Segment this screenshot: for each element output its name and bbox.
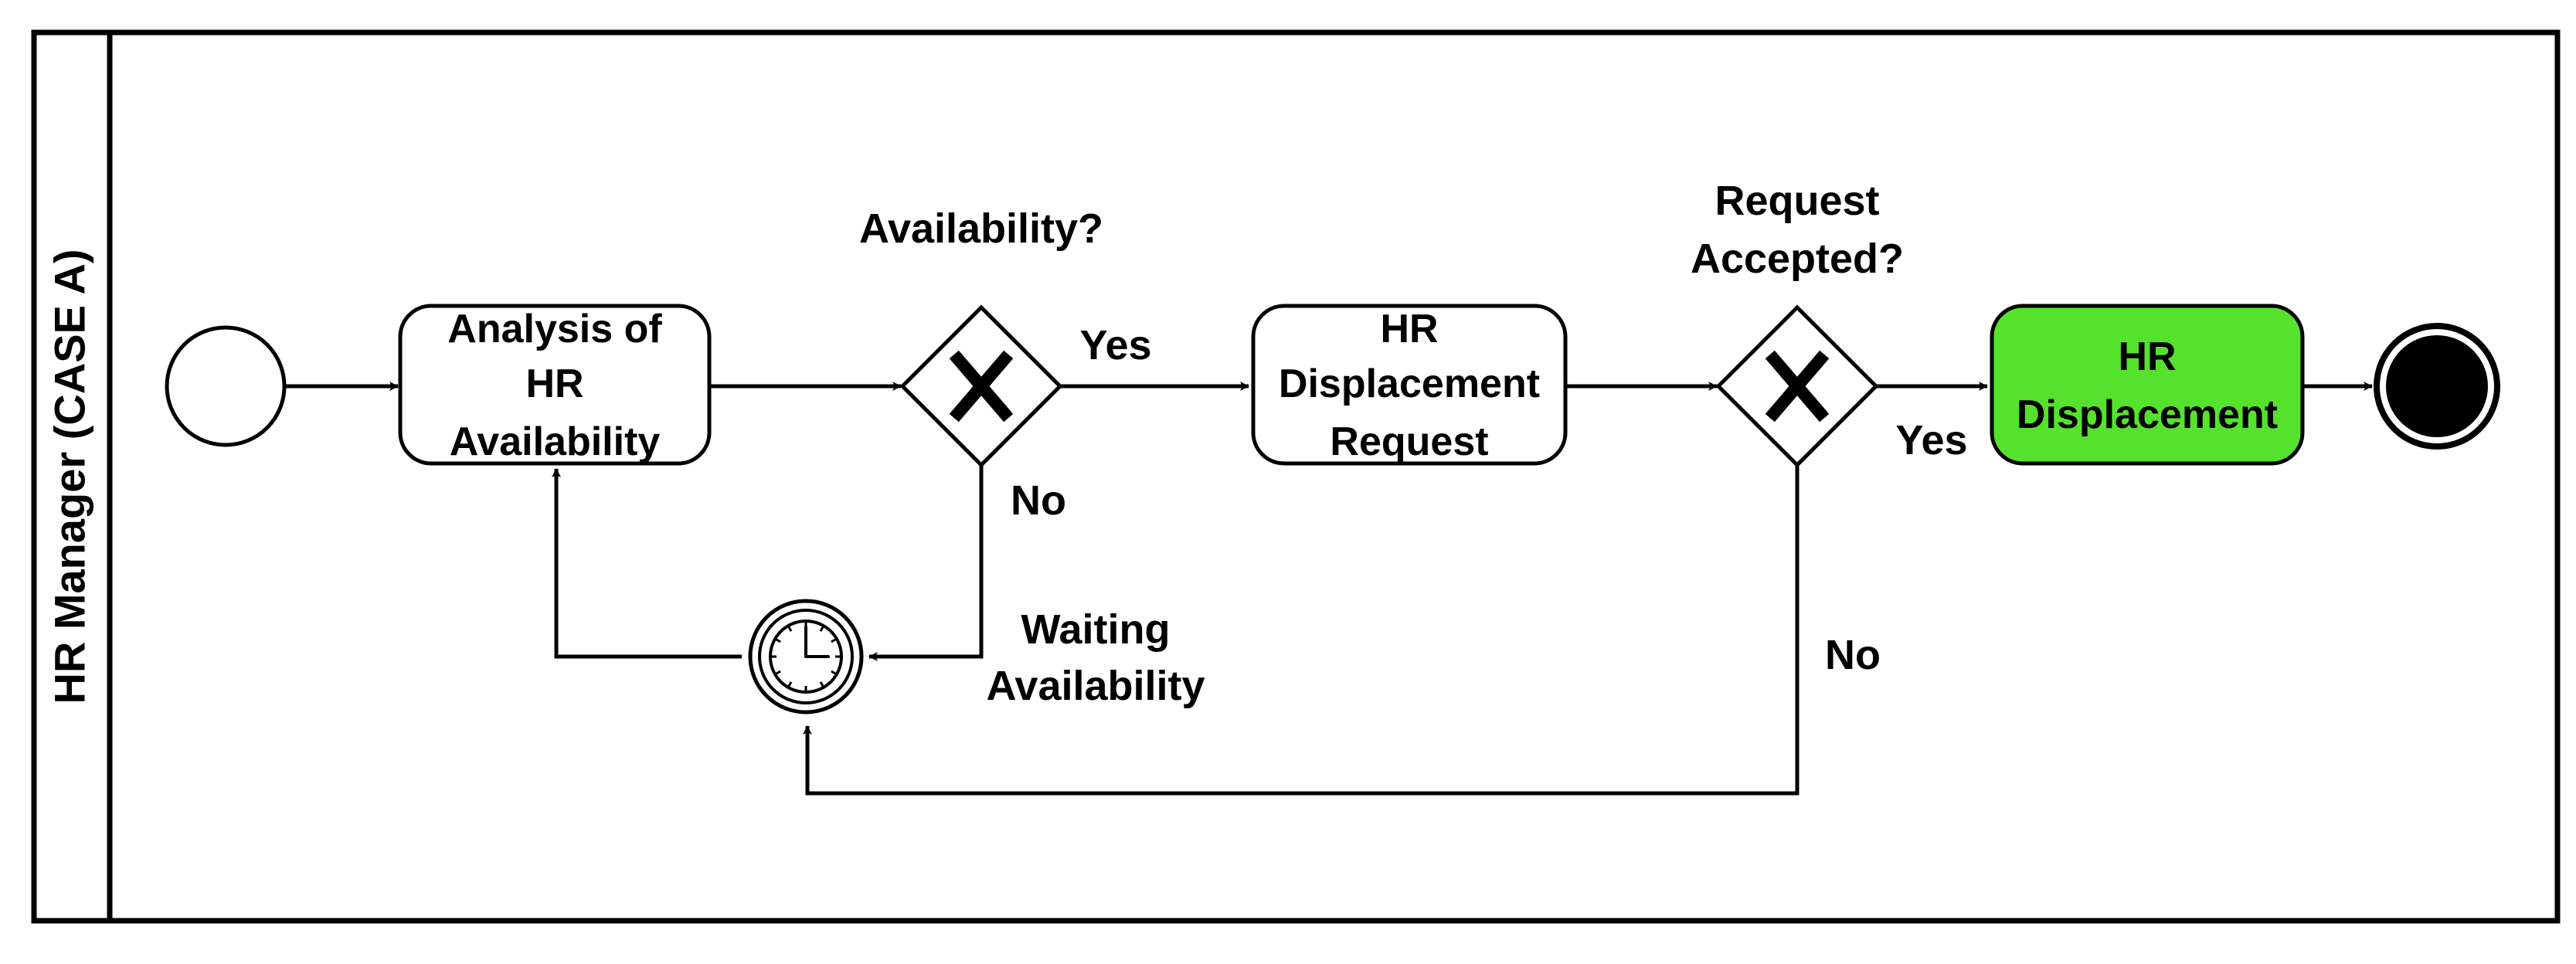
task-displacement-line-2: Displacement xyxy=(2017,392,2278,437)
task-analysis-line-1: Analysis of xyxy=(447,307,662,351)
task-analysis-hr-availability[interactable]: Analysis of HR Availability xyxy=(398,304,712,466)
gateway-availability-question: Availability? xyxy=(859,205,1103,252)
task-request-box[interactable] xyxy=(1251,304,1568,466)
task-request-line-1: HR xyxy=(1380,307,1438,351)
gateway-accepted-no-label: No xyxy=(1825,632,1881,678)
clock-tick xyxy=(819,625,825,632)
clock-tick xyxy=(831,637,838,643)
clock-tick xyxy=(787,625,793,632)
clock-tick xyxy=(787,681,793,688)
flow-gateway-no-to-timer xyxy=(803,463,1799,796)
clock-tick xyxy=(831,670,838,676)
gateway-availability-yes-label: Yes xyxy=(1079,322,1151,368)
gateway-accepted-yes-label: Yes xyxy=(1895,417,1967,463)
gateway-availability-no-label: No xyxy=(1011,477,1066,524)
task-analysis-box[interactable] xyxy=(398,304,712,466)
gateway-availability-x-icon xyxy=(949,350,1014,423)
task-request-line-2: Displacement xyxy=(1279,362,1540,406)
start-event[interactable] xyxy=(165,325,287,447)
task-request-line-3: Request xyxy=(1330,419,1488,464)
timer-label-line-2: Availability xyxy=(986,663,1205,709)
gateway-availability[interactable]: Availability? Yes No xyxy=(859,205,1152,524)
clock-tick xyxy=(774,637,781,643)
clock-tick xyxy=(819,681,825,688)
sequence-flows xyxy=(286,382,2373,796)
gateway-accepted-x-icon xyxy=(1765,350,1830,423)
end-event-inner xyxy=(2386,335,2488,437)
gateway-request-accepted[interactable]: Request Accepted? Yes No xyxy=(1691,178,1968,678)
flow-gateway-no-to-timer xyxy=(868,463,984,661)
end-event[interactable] xyxy=(2374,323,2500,450)
flow-timer-to-analysis xyxy=(552,468,742,659)
pool-label: HR Manager (CASE A) xyxy=(46,249,94,704)
timer-label-line-1: Waiting xyxy=(1021,606,1171,653)
task-hr-displacement-request[interactable]: HR Displacement Request xyxy=(1251,304,1568,466)
timer-event-waiting-availability[interactable]: Waiting Availability xyxy=(748,599,1205,715)
gateway-accepted-question-line-2: Accepted? xyxy=(1691,236,1904,282)
pool: HR Manager (CASE A) xyxy=(31,29,2561,924)
gateway-accepted-question-line-1: Request xyxy=(1715,178,1879,224)
task-displacement-line-1: HR xyxy=(2118,334,2176,379)
task-displacement-box[interactable] xyxy=(1990,304,2305,466)
task-analysis-line-2: HR xyxy=(525,362,583,406)
clock-tick xyxy=(774,670,781,676)
task-hr-displacement[interactable]: HR Displacement xyxy=(1990,304,2305,466)
pool-border xyxy=(31,29,2561,924)
task-analysis-line-3: Availability xyxy=(450,419,661,464)
clock-icon xyxy=(769,619,843,694)
